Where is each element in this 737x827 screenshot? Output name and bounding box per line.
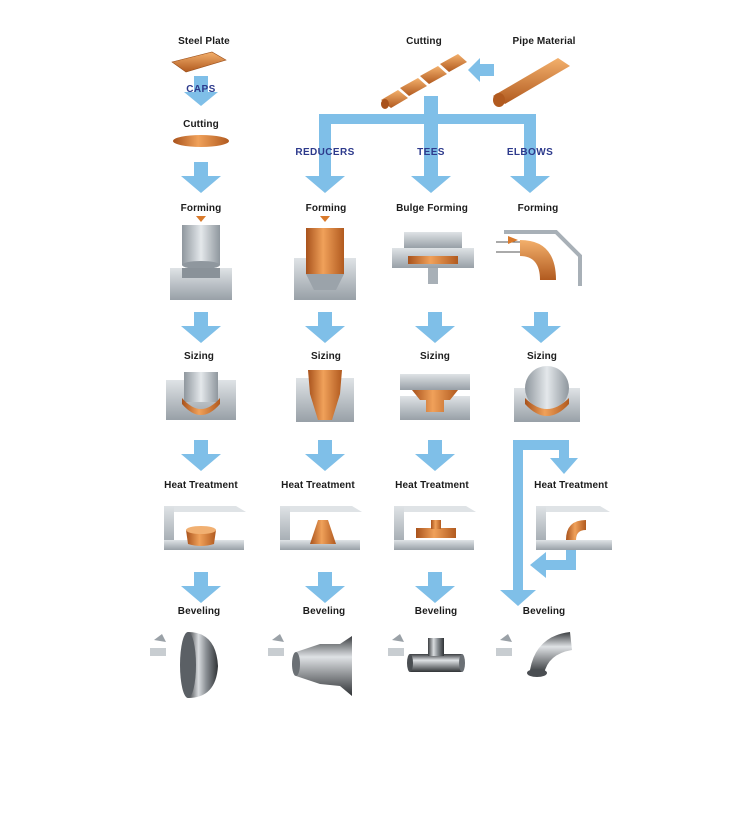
forming-elbows-image <box>496 230 582 286</box>
sizing-tees-image <box>400 374 470 420</box>
tees-label: TEES <box>417 147 445 158</box>
heat-reducers-image <box>280 506 362 550</box>
bevel-reducers-image <box>268 634 352 696</box>
forming-tees-image <box>392 232 474 284</box>
heat-label-tees: Heat Treatment <box>395 480 469 491</box>
reducers-label: REDUCERS <box>295 147 355 158</box>
heat-caps-image <box>164 506 246 550</box>
forming-label-reducers: Forming <box>305 203 347 214</box>
caps-arrow <box>184 76 218 106</box>
bevel-elbows-image <box>496 632 572 677</box>
row-arrows <box>181 312 578 606</box>
sizing-elbows-image <box>514 366 580 422</box>
forming-label-caps: Forming <box>180 203 222 214</box>
pipe-arrow <box>468 58 494 82</box>
beveling-label-tees: Beveling <box>414 606 458 617</box>
heat-label-reducers: Heat Treatment <box>281 480 355 491</box>
pipe-material-label: Pipe Material <box>512 36 576 47</box>
forming-label-elbows: Forming <box>517 203 559 214</box>
beveling-label-elbows: Beveling <box>522 606 566 617</box>
heat-label-elbows: Heat Treatment <box>534 480 608 491</box>
sizing-reducers-image <box>296 370 354 422</box>
distribution-arrows <box>305 96 550 193</box>
steel-plate-label: Steel Plate <box>178 36 230 47</box>
beveling-label-reducers: Beveling <box>302 606 346 617</box>
cut-pipe-image <box>381 54 467 109</box>
steel-plate-image <box>171 51 227 73</box>
forming-reducers-image <box>294 216 356 300</box>
cut-disc-image <box>173 135 229 147</box>
bevel-caps-image <box>150 632 218 698</box>
bevel-tees-image <box>388 634 465 672</box>
forming-label-tees: Bulge Forming <box>396 203 468 214</box>
sizing-label-reducers: Sizing <box>310 351 342 362</box>
cutting-plate-label: Cutting <box>183 119 219 130</box>
sizing-label-elbows: Sizing <box>526 351 558 362</box>
pipe-material-image <box>493 58 570 107</box>
elbows-label: ELBOWS <box>506 147 554 158</box>
sizing-label-caps: Sizing <box>183 351 215 362</box>
caps-label: CAPS <box>186 84 216 95</box>
sizing-label-tees: Sizing <box>419 351 451 362</box>
caps-arrow-2 <box>181 162 221 193</box>
heat-label-caps: Heat Treatment <box>164 480 238 491</box>
beveling-label-caps: Beveling <box>177 606 221 617</box>
heat-tees-image <box>394 506 476 550</box>
heat-elbows-image <box>536 506 612 550</box>
sizing-caps-image <box>166 372 236 420</box>
forming-caps-image <box>170 216 232 300</box>
cutting-pipe-label: Cutting <box>406 36 442 47</box>
